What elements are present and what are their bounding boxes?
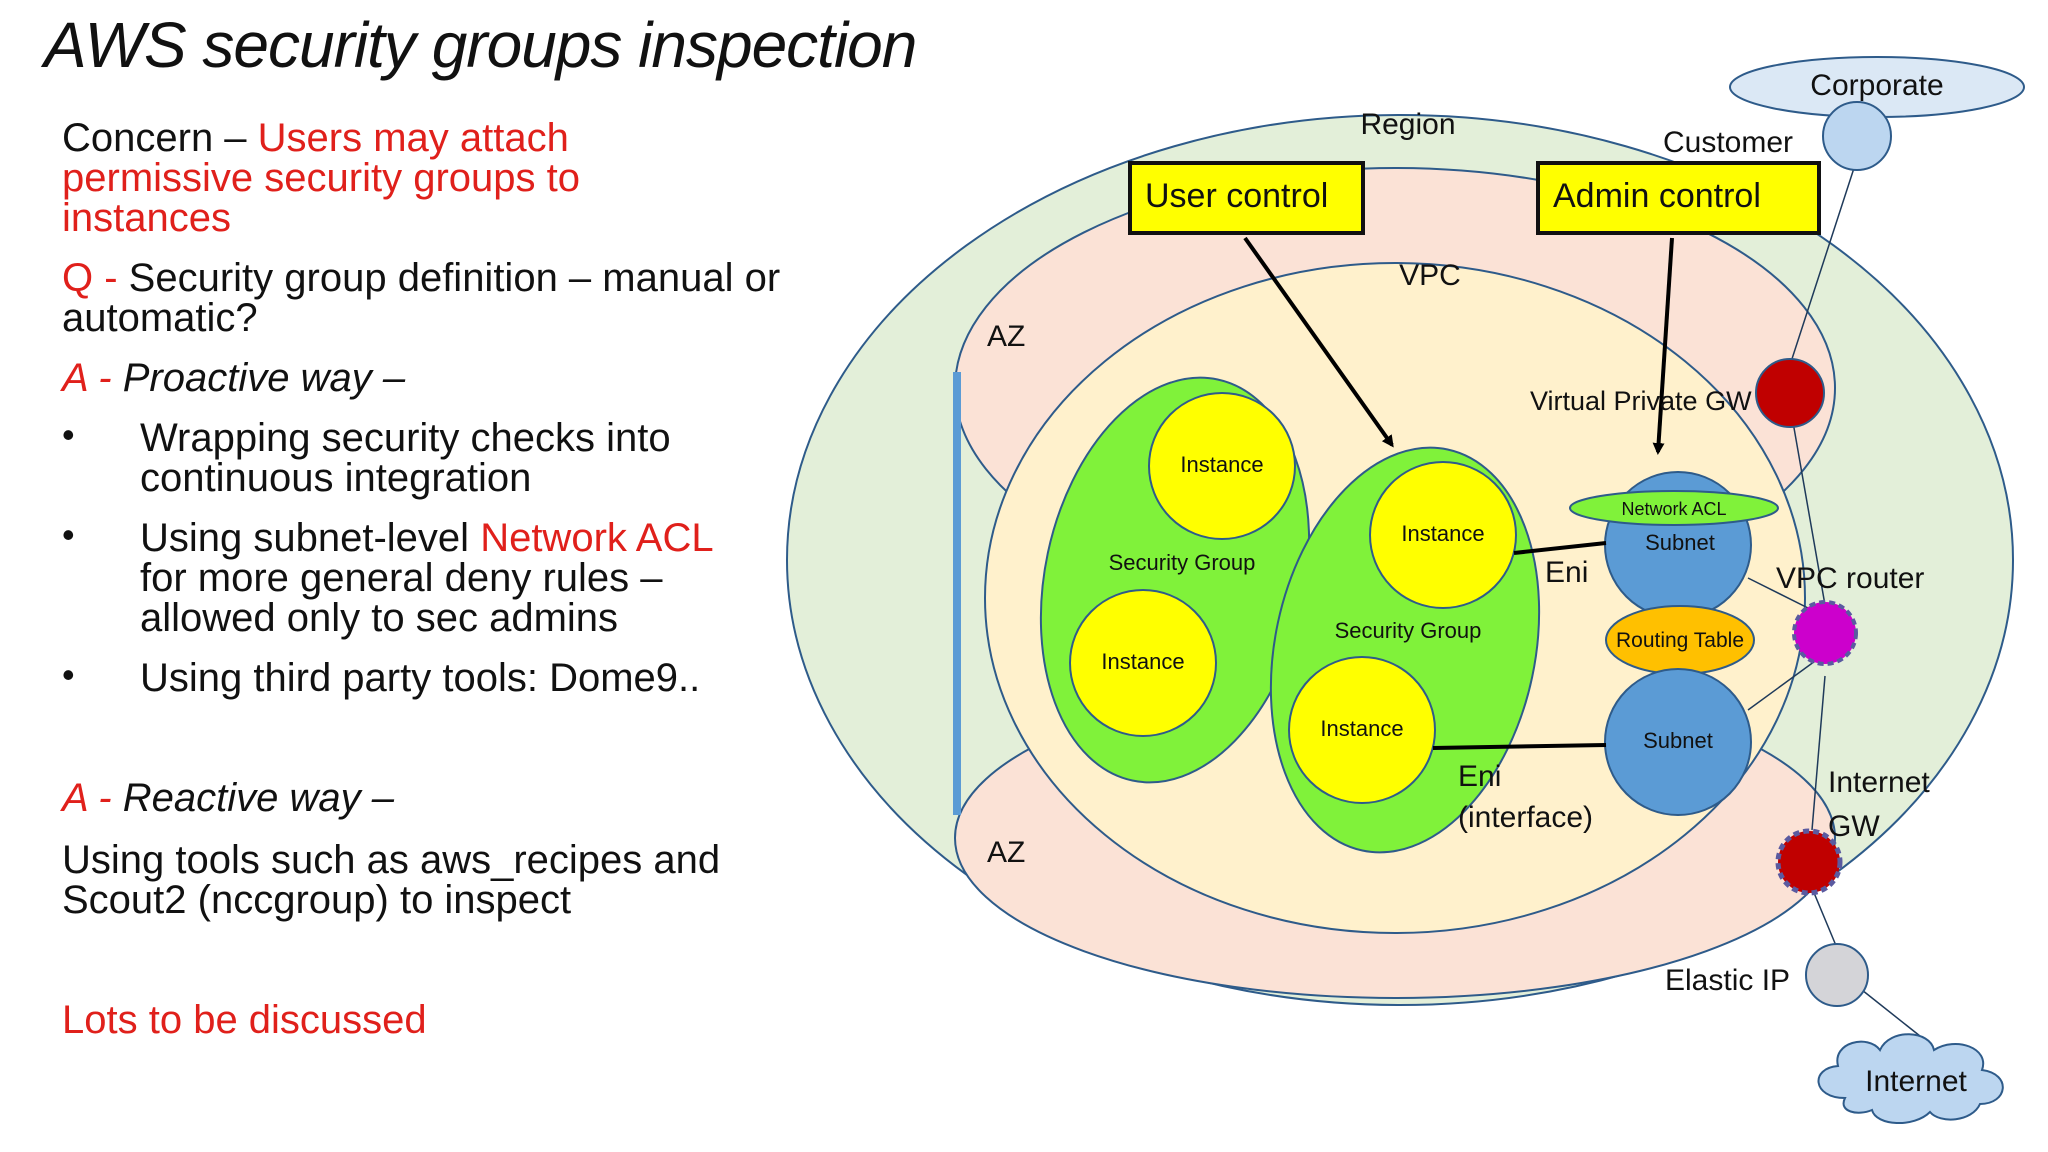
admin-control-label: Admin control <box>1553 177 1761 215</box>
vpc-router-node <box>1792 600 1858 666</box>
virtual-private-gw-label: Virtual Private GW <box>1530 386 1752 416</box>
concern-label: Concern – <box>62 116 258 160</box>
region-label: Region <box>1360 108 1455 141</box>
security-group-2: Instance Instance Security Group <box>1269 446 1541 854</box>
vpc-label: VPC <box>1399 259 1461 292</box>
bullet-glyph: • <box>62 414 75 455</box>
instance-node <box>1069 589 1217 737</box>
network-links <box>1747 164 1926 1041</box>
instance-node <box>1148 392 1296 540</box>
concern-paragraph: Concern – Users may attach permissive se… <box>62 118 642 238</box>
question-paragraph: Q - Security group definition – manual o… <box>62 258 802 338</box>
internet-cloud-icon <box>1817 1033 2004 1125</box>
question-text: Security group definition – manual or au… <box>62 256 781 340</box>
instance-label: Instance <box>1401 521 1484 546</box>
bullet-glyph: • <box>62 514 75 555</box>
bullet-text: Wrapping security checks into continuous… <box>140 416 671 500</box>
instance-node <box>1369 461 1517 609</box>
virtual-private-gw-node <box>1755 358 1825 428</box>
eni-link-bottom <box>1432 743 1607 750</box>
security-group-1: Instance Instance Security Group <box>1039 376 1311 784</box>
bullet-text-post: for more general deny rules – allowed on… <box>140 556 663 640</box>
question-label: Q - <box>62 256 129 300</box>
bullet-item-ci: Wrapping security checks into continuous… <box>140 418 760 498</box>
customer-gateway-node <box>1822 101 1892 171</box>
security-group-label: Security Group <box>1335 618 1482 643</box>
instance-label: Instance <box>1320 716 1403 741</box>
vpc-router-label: VPC router <box>1776 562 1924 595</box>
proactive-heading: A - Proactive way – <box>62 358 662 398</box>
az-top-label: AZ <box>987 320 1025 353</box>
bullet-text-pre: Using subnet-level <box>140 516 481 560</box>
routing-table-label: Routing Table <box>1616 629 1744 652</box>
internet-gw-node <box>1775 828 1843 896</box>
elastic-ip-node <box>1805 943 1869 1007</box>
subnet-label: Subnet <box>1643 728 1713 753</box>
subnet-node-bottom <box>1604 668 1752 816</box>
footer-note: Lots to be discussed <box>62 998 427 1042</box>
reactive-label: A - <box>62 776 123 820</box>
instance-label: Instance <box>1101 649 1184 674</box>
eni-link-top <box>1513 541 1607 555</box>
customer-label: Customer <box>1663 126 1793 159</box>
instance-label: Instance <box>1180 452 1263 477</box>
user-control-box <box>1128 161 1365 235</box>
eni-interface-label: (interface) <box>1458 801 1593 834</box>
proactive-text: Proactive way – <box>122 356 406 400</box>
internet-gw-label-line1: Internet <box>1828 766 1930 799</box>
reactive-heading: A - Reactive way – <box>62 778 662 818</box>
eni-top-label: Eni <box>1545 556 1588 589</box>
page-title: AWS security groups inspection <box>44 9 917 81</box>
instance-node <box>1288 656 1436 804</box>
bullet-highlight: Network ACL <box>480 516 713 560</box>
az-bottom-label: AZ <box>987 836 1025 869</box>
concern-text: Users may attach permissive security gro… <box>62 116 580 240</box>
internet-gw-label-line2: GW <box>1828 810 1880 843</box>
bullet-glyph: • <box>62 654 75 695</box>
bullet-item-tools: Using third party tools: Dome9.. <box>140 658 840 698</box>
admin-control-box <box>1536 161 1821 235</box>
admin-control-arrow <box>1652 237 1674 455</box>
network-acl-shape <box>1569 490 1779 526</box>
internet-label: Internet <box>1865 1065 1967 1098</box>
eni-bottom-label: Eni <box>1458 760 1501 793</box>
corporate-label: Corporate <box>1810 69 1943 102</box>
security-group-label: Security Group <box>1109 550 1256 575</box>
subnet-label: Subnet <box>1645 530 1715 555</box>
bullet-item-nacl: Using subnet-level Network ACL for more … <box>140 518 760 638</box>
network-acl-label: Network ACL <box>1621 499 1726 519</box>
user-control-label: User control <box>1145 177 1328 215</box>
bullet-text: Using third party tools: Dome9.. <box>140 656 701 700</box>
elastic-ip-label: Elastic IP <box>1665 964 1790 997</box>
proactive-label: A - <box>62 356 123 400</box>
reactive-text: Reactive way – <box>122 776 394 820</box>
user-control-arrow <box>1243 236 1394 448</box>
reactive-paragraph: Using tools such as aws_recipes and Scou… <box>62 838 721 922</box>
